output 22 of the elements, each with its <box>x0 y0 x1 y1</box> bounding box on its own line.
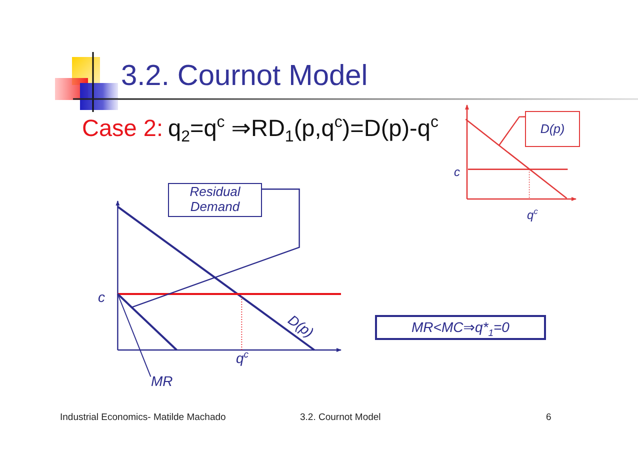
slide-title: 3.2. Cournot Model <box>121 62 368 92</box>
axis-label: q$^{c}$ <box>236 351 249 366</box>
callout-box <box>168 183 262 217</box>
footer-text: Industrial Economics- Matilde Machado <box>60 412 226 422</box>
curve-label: MR <box>151 374 173 388</box>
callout-text: Residual Demand <box>188 185 242 215</box>
page-number: 6 <box>546 412 552 422</box>
equation: q$_{2}$=q$^{c}$ ⇒RD$_{1}$(p,q$^{c}$)=D(p)-q$^{c}$ <box>168 117 438 141</box>
callout-text: D(p) <box>540 122 565 136</box>
axis-label: q$^{c}$ <box>527 208 538 221</box>
axis-label: c <box>98 290 105 304</box>
residual-demand-curve <box>117 293 178 351</box>
footer-text: 3.2. Cournot Model <box>300 412 381 422</box>
case-heading: Case 2: <box>82 117 163 141</box>
note-box <box>375 315 546 340</box>
axis-label: c <box>454 166 460 178</box>
callout-box <box>525 111 580 147</box>
curve-label: D(p) <box>286 312 316 340</box>
leader-line <box>498 116 525 146</box>
leader-line <box>131 188 300 308</box>
demand-curve <box>465 118 568 199</box>
note-text: MR<MC⇒q*$_{1}$=0 <box>412 319 510 336</box>
